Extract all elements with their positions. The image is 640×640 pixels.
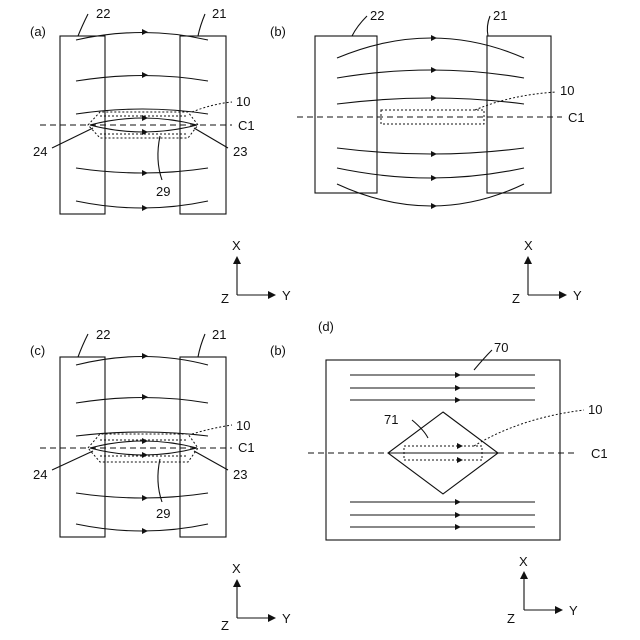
panel-a-axis-label: C1 [238,118,255,133]
axes-indicator-a: X Y Z [221,238,291,306]
panel-a: (a) C1 22 21 10 [30,6,255,214]
axis-y-label-c: Y [282,611,291,626]
panel-b-bottom-label: (b) [270,343,286,358]
panel-a-label-21: 21 [212,6,226,21]
panel-a-label-23: 23 [233,144,247,159]
panel-d-flux-lines-bottom [350,499,535,530]
axis-x-label-b: X [524,238,533,253]
axis-z-label-a: Z [221,291,229,306]
panel-c-leader-21 [198,334,205,357]
panel-d-label: (d) [318,319,334,334]
panel-c-magnet-left [60,357,105,537]
panel-c-label-21: 21 [212,327,226,342]
panel-c-leader-22 [78,334,88,357]
axes-indicator-c: X Y Z [221,561,291,633]
panel-b-label-21: 21 [493,8,507,23]
panel-d-axis-label: C1 [591,446,608,461]
panel-b-flux-lines [337,35,524,209]
panel-c-leader-24 [52,451,93,470]
panel-d-block-70 [326,360,560,540]
axis-z-label-c: Z [221,618,229,633]
axis-x-label-c: X [232,561,241,576]
panel-c-label-23: 23 [233,467,247,482]
axes-indicator-d: X Y Z [507,554,578,626]
axis-y-label-a: Y [282,288,291,303]
panel-c-label-24: 24 [33,467,47,482]
panel-c-axis-label: C1 [238,440,255,455]
panel-c-leader-29 [158,459,162,502]
panel-d-label-71: 71 [384,412,398,427]
panel-d-flux-lines-top [350,372,535,403]
panel-a-leader-22 [78,14,88,36]
panel-d-label-70: 70 [494,340,508,355]
panel-d-leader-10 [474,410,584,446]
panel-c-label: (c) [30,343,45,358]
panel-b-leader-21 [487,16,490,36]
panel-b-axis-label: C1 [568,110,585,125]
axis-x-label-a: X [232,238,241,253]
panel-c-leader-23 [194,451,228,470]
panel-a-label: (a) [30,24,46,39]
panel-b-leader-22 [352,16,367,36]
panel-c-label-10: 10 [236,418,250,433]
panel-b-label-10: 10 [560,83,574,98]
panel-b-top: (b) C1 22 21 10 [270,8,585,209]
axis-y-label-d: Y [569,603,578,618]
axis-y-label-b: Y [573,288,582,303]
panel-d-label-10: 10 [588,402,602,417]
panel-a-label-22: 22 [96,6,110,21]
panel-a-leader-29 [158,136,162,180]
axes-indicator-b: X Y Z [512,238,582,306]
axis-z-label-d: Z [507,611,515,626]
panel-a-leader-21 [198,14,205,36]
panel-a-label-29: 29 [156,184,170,199]
axis-x-label-d: X [519,554,528,569]
panel-a-leader-23 [194,128,228,148]
panel-b-label-22: 22 [370,8,384,23]
panel-a-label-24: 24 [33,144,47,159]
panel-c-label-22: 22 [96,327,110,342]
panel-c: (c) C1 22 21 10 [30,327,255,537]
panel-d: (d) (b) C1 70 71 [270,319,608,540]
axis-z-label-b: Z [512,291,520,306]
panel-c-label-29: 29 [156,506,170,521]
panel-c-magnet-right [180,357,226,537]
panel-a-leader-24 [52,128,93,148]
panel-a-label-10: 10 [236,94,250,109]
panel-b-top-label: (b) [270,24,286,39]
